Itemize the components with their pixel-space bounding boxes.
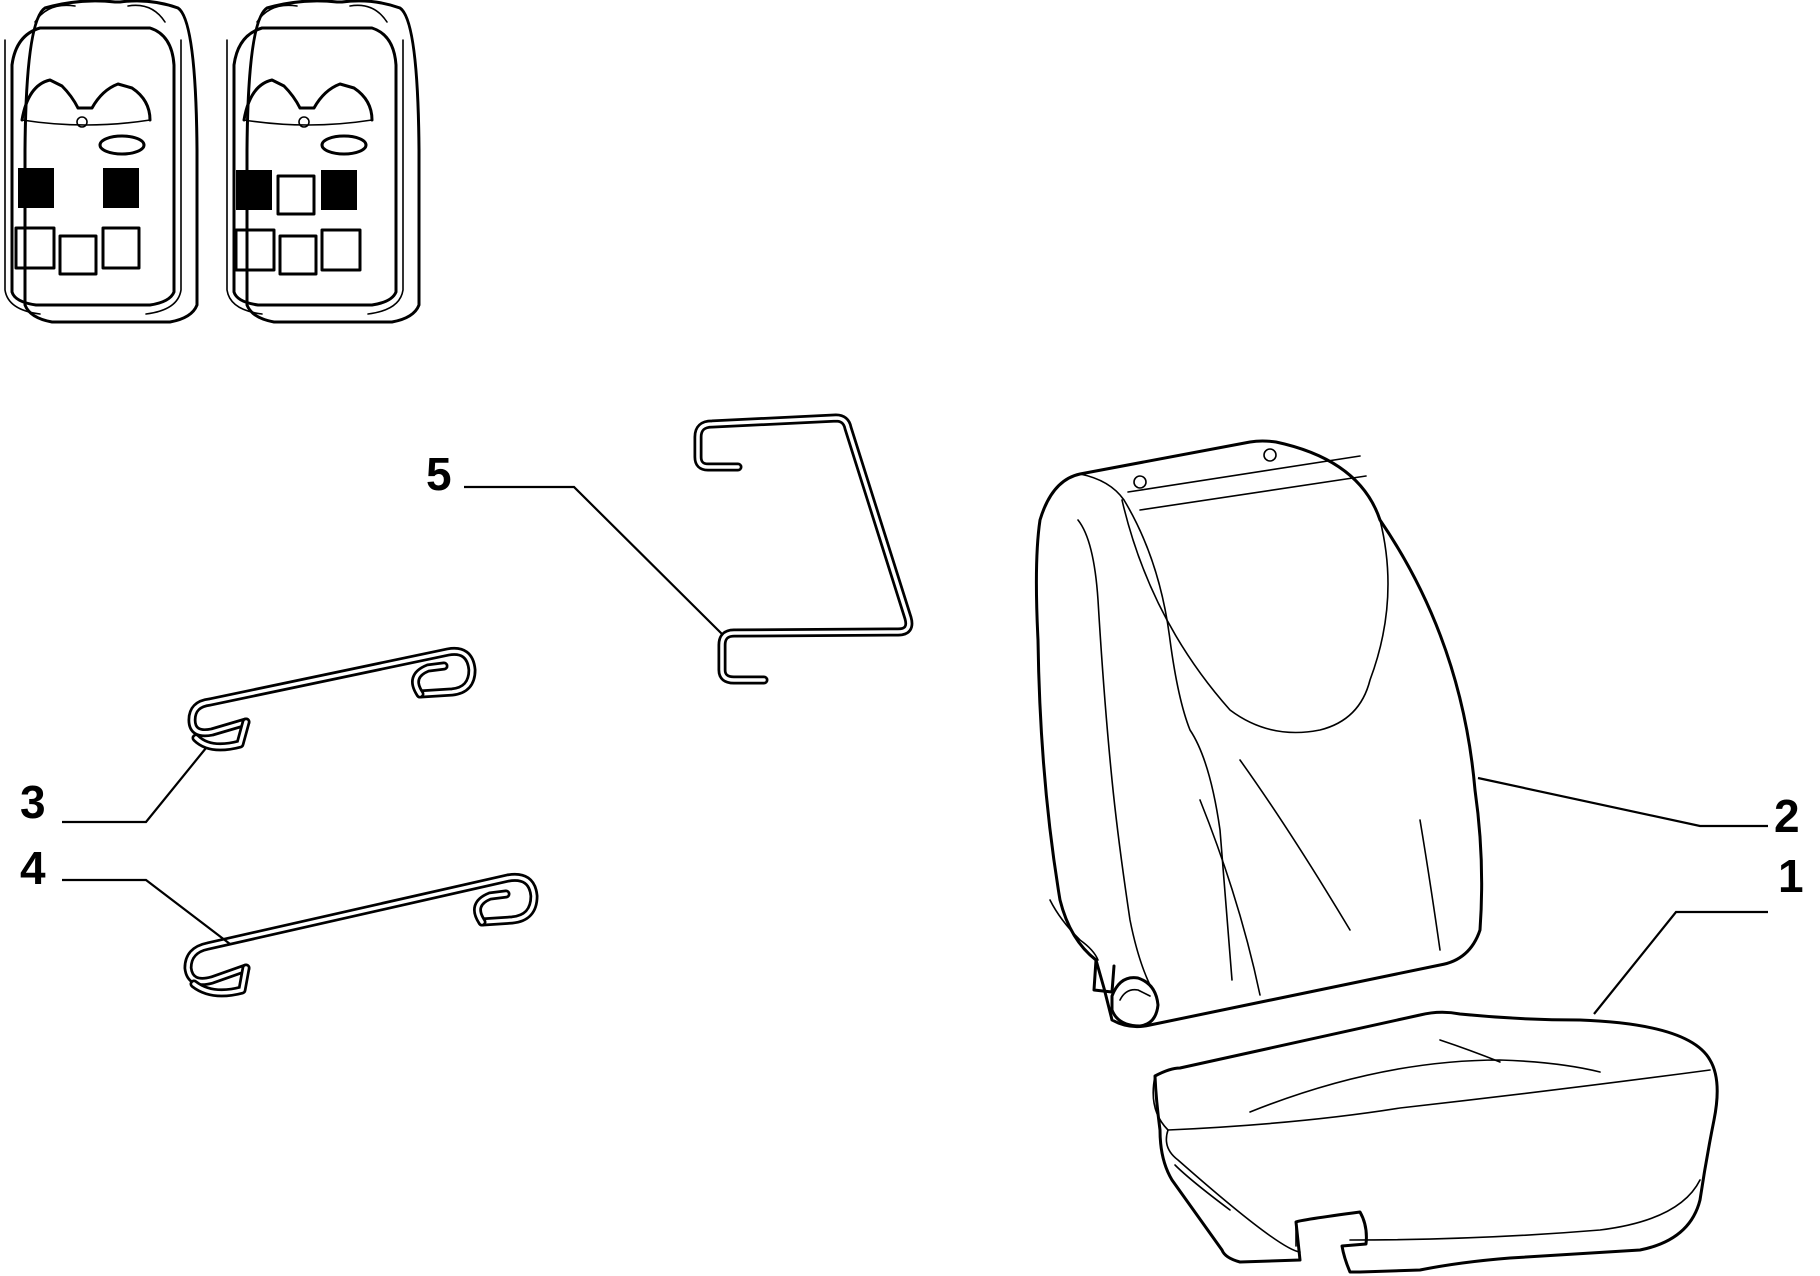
leader-lines	[62, 485, 1768, 1015]
callout-3: 3	[20, 776, 46, 828]
leader-3	[62, 747, 207, 824]
callout-4: 4	[20, 842, 46, 894]
callout-labels: 5 3 4 2 1	[20, 448, 1804, 902]
part-4-clip-wire	[183, 872, 539, 998]
leader-1	[1593, 910, 1768, 1015]
leader-2	[1477, 776, 1768, 828]
part-3-clip-wire	[187, 646, 477, 752]
callout-2: 2	[1774, 790, 1800, 842]
leader-4	[62, 878, 231, 945]
vehicle-locator-left	[4, 0, 199, 324]
part-5-wire-frame	[693, 413, 914, 685]
leader-5	[464, 485, 723, 635]
vehicle-locator-right	[226, 0, 421, 324]
part-2-backrest-cover	[1034, 439, 1484, 1029]
callout-1: 1	[1778, 850, 1804, 902]
callout-5: 5	[426, 448, 452, 500]
part-1-cushion-cover	[1152, 1010, 1719, 1274]
